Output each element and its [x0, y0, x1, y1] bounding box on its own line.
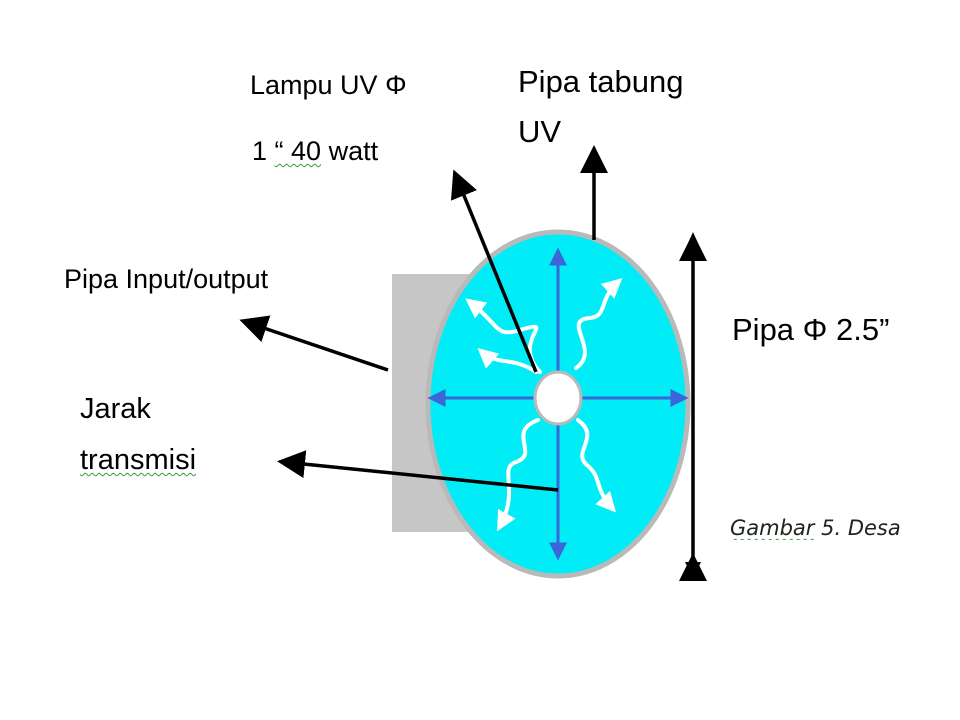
lamp-label-line1: Lampu UV Φ: [250, 70, 407, 100]
tube-label-line2: UV: [518, 114, 562, 149]
pointer-lamp: [450, 169, 538, 373]
input-output-label: Pipa Input/output: [64, 264, 269, 294]
tube-label-line1: Pipa tabung: [518, 64, 684, 99]
diameter-arrow-head-top: [685, 232, 701, 250]
uv-lamp-core: [533, 370, 583, 426]
lamp-label-watt: watt: [321, 136, 379, 166]
figure-caption: Gambar 5. Desa: [730, 516, 900, 540]
lamp-label-diameter: “ 40: [274, 136, 322, 166]
light-ray-down-left: [497, 418, 540, 532]
lamp-label-line2: 1 “ 40 watt: [252, 136, 378, 167]
lamp-label-number: 1: [252, 136, 275, 166]
pointer-distance: [277, 450, 559, 492]
caption-word: Gambar: [730, 516, 815, 540]
light-ray-down-right: [576, 418, 617, 513]
uv-light-rays: [465, 277, 623, 532]
caption-rest: 5. Desa: [814, 516, 900, 540]
light-ray-up-right: [574, 277, 623, 370]
distance-label-line1: Jarak: [80, 393, 151, 425]
pointer-arrows: [239, 145, 707, 581]
diameter-arrow-head-bottom: [685, 562, 701, 578]
distance-label-line2: transmisi: [80, 444, 197, 476]
pipe-diameter-label: Pipa Φ 2.5”: [732, 312, 890, 347]
light-ray-left: [477, 348, 538, 374]
pointer-input-output: [239, 315, 389, 372]
light-ray-up-left: [465, 298, 542, 374]
